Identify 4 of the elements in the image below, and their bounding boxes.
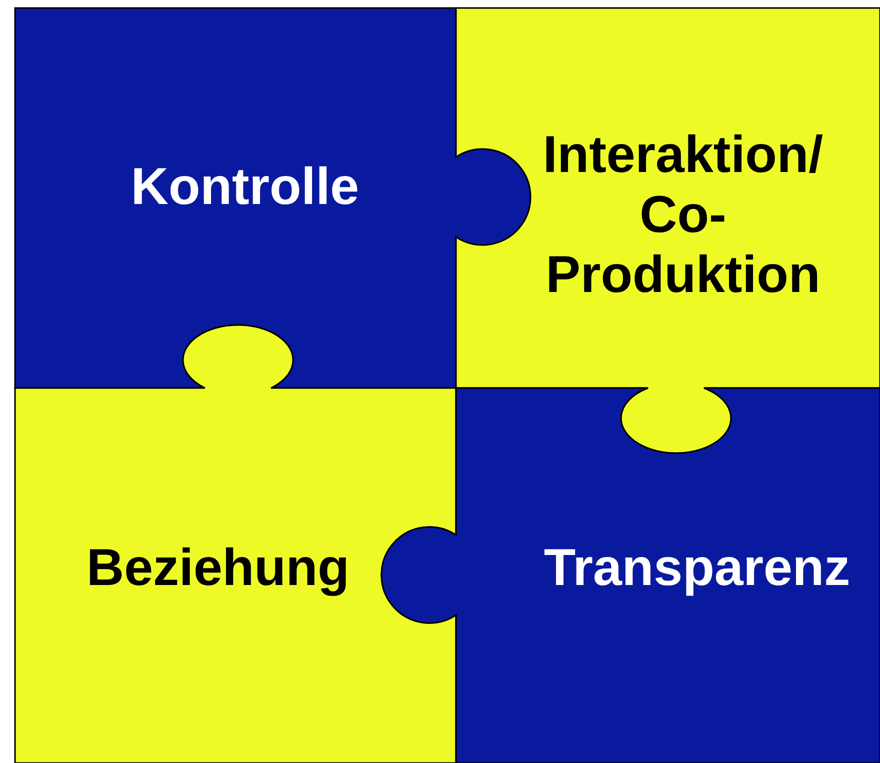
piece-label: Kontrolle: [130, 157, 360, 217]
piece-label: Interaktion/ Co- Produktion: [542, 125, 824, 305]
piece-label: Transparenz: [544, 538, 850, 598]
piece-label: Beziehung: [86, 538, 350, 598]
